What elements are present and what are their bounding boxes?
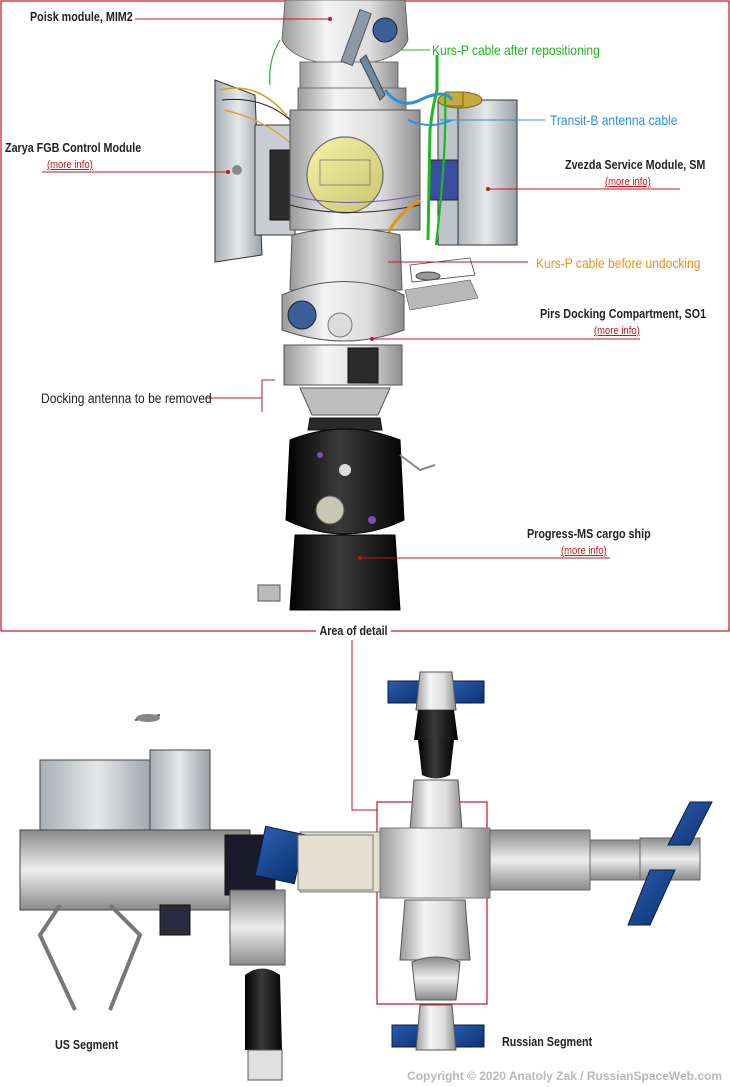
pirs-more-info-link[interactable]: (more info) bbox=[594, 325, 640, 337]
russian-stack bbox=[299, 779, 491, 1051]
label-kurs-after: Kurs-P cable after repositioning bbox=[432, 42, 600, 58]
zarya-module bbox=[214, 79, 301, 263]
leader-lines bbox=[42, 18, 680, 559]
area-leader bbox=[351, 640, 378, 811]
label-progress: Progress-MS cargo ship bbox=[527, 527, 651, 541]
poisk-module bbox=[281, 0, 409, 111]
soyuz-top bbox=[387, 671, 485, 779]
label-zvezda: Zvezda Service Module, SM bbox=[565, 158, 706, 172]
progress-more-info-link[interactable]: (more info) bbox=[561, 545, 607, 557]
copyright-text: Copyright © 2020 Anatoly Zak / RussianSp… bbox=[407, 1069, 722, 1083]
label-area-of-detail: Area of detail bbox=[316, 624, 391, 638]
zarya-more-info-link[interactable]: (more info) bbox=[47, 159, 93, 171]
leader-dots bbox=[226, 17, 490, 560]
label-poisk: Poisk module, MIM2 bbox=[30, 10, 133, 24]
label-kurs-before: Kurs-P cable before undocking bbox=[536, 255, 701, 271]
cable-lines bbox=[269, 39, 454, 263]
zvezda-more-info-link[interactable]: (more info) bbox=[605, 176, 651, 188]
label-transit: Transit-B antenna cable bbox=[550, 112, 678, 128]
progress-ms-ship bbox=[257, 417, 436, 611]
label-us-segment: US Segment bbox=[55, 1038, 119, 1052]
label-pirs: Pirs Docking Compartment, SO1 bbox=[540, 307, 707, 321]
label-russian-segment: Russian Segment bbox=[502, 1035, 593, 1049]
label-antenna: Docking antenna to be removed bbox=[41, 390, 212, 406]
label-zarya: Zarya FGB Control Module bbox=[5, 141, 142, 155]
us-segment bbox=[19, 714, 374, 1081]
pirs-module bbox=[281, 228, 479, 416]
zvezda-right bbox=[489, 801, 713, 926]
central-node bbox=[289, 109, 421, 231]
